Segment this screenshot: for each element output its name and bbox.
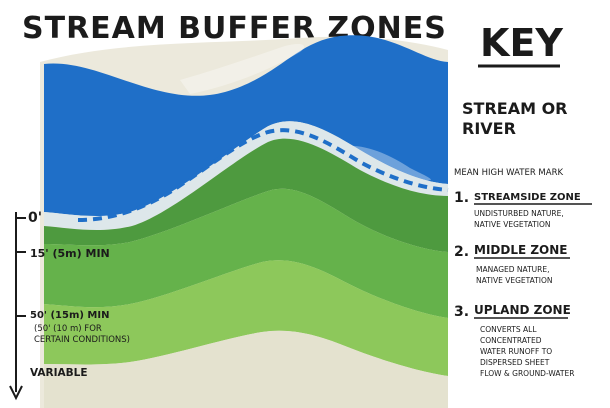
high-water-bank xyxy=(44,121,448,231)
scale-arrowhead xyxy=(9,385,23,401)
key-zone-desc: DISPERSED SHEET xyxy=(480,358,550,367)
key-zone-number: 1. xyxy=(454,190,469,206)
key-zone-number: 2. xyxy=(454,244,469,260)
key-zone-desc: FLOW & GROUND-WATER xyxy=(480,369,574,378)
key-zone-name: STREAMSIDE ZONE xyxy=(474,192,581,203)
key-zone-name: UPLAND ZONE xyxy=(474,303,571,317)
key-zone-desc: CONCENTRATED xyxy=(480,336,542,345)
stream-highlight xyxy=(180,44,305,94)
scale-label-variable: VARIABLE xyxy=(30,367,88,379)
key-mean-high-water: MEAN HIGH WATER MARK xyxy=(454,168,563,178)
distance-scale: 0' 15' (5m) MIN 50' (15m) MIN (50' (10 m… xyxy=(9,210,130,401)
key-zone-desc: NATIVE VEGETATION xyxy=(476,276,552,285)
scale-label-50-note: (50' (10 m) FOR xyxy=(34,324,102,334)
key-zone-name: MIDDLE ZONE xyxy=(474,243,568,257)
stream-river xyxy=(44,35,448,217)
scale-label-0: 0' xyxy=(28,210,42,226)
scale-label-15: 15' (5m) MIN xyxy=(30,247,110,260)
scale-label-50-note: CERTAIN CONDITIONS) xyxy=(34,335,130,345)
key-heading: KEY xyxy=(480,21,563,65)
key-stream-label: STREAM OR xyxy=(462,99,567,118)
key-zone-desc: WATER RUNOFF TO xyxy=(480,347,552,356)
landscape-illustration xyxy=(40,35,449,408)
scale-label-50: 50' (15m) MIN xyxy=(30,310,109,321)
key-stream-label: RIVER xyxy=(462,119,516,138)
mean-high-water-line xyxy=(77,128,449,222)
key-zone-number: 3. xyxy=(454,304,469,320)
upland-zone-band xyxy=(44,260,448,376)
key-zone-desc: MANAGED NATURE, xyxy=(476,265,549,274)
ground-strip xyxy=(44,330,448,408)
middle-zone-band xyxy=(44,188,448,318)
streamside-zone-band xyxy=(44,138,448,252)
key-zone-desc: UNDISTURBED NATURE, xyxy=(474,209,564,218)
legend-key: KEY STREAM OR RIVER MEAN HIGH WATER MARK… xyxy=(454,21,592,378)
key-zone-desc: CONVERTS ALL xyxy=(480,325,537,334)
key-zone-desc: NATIVE VEGETATION xyxy=(474,220,550,229)
